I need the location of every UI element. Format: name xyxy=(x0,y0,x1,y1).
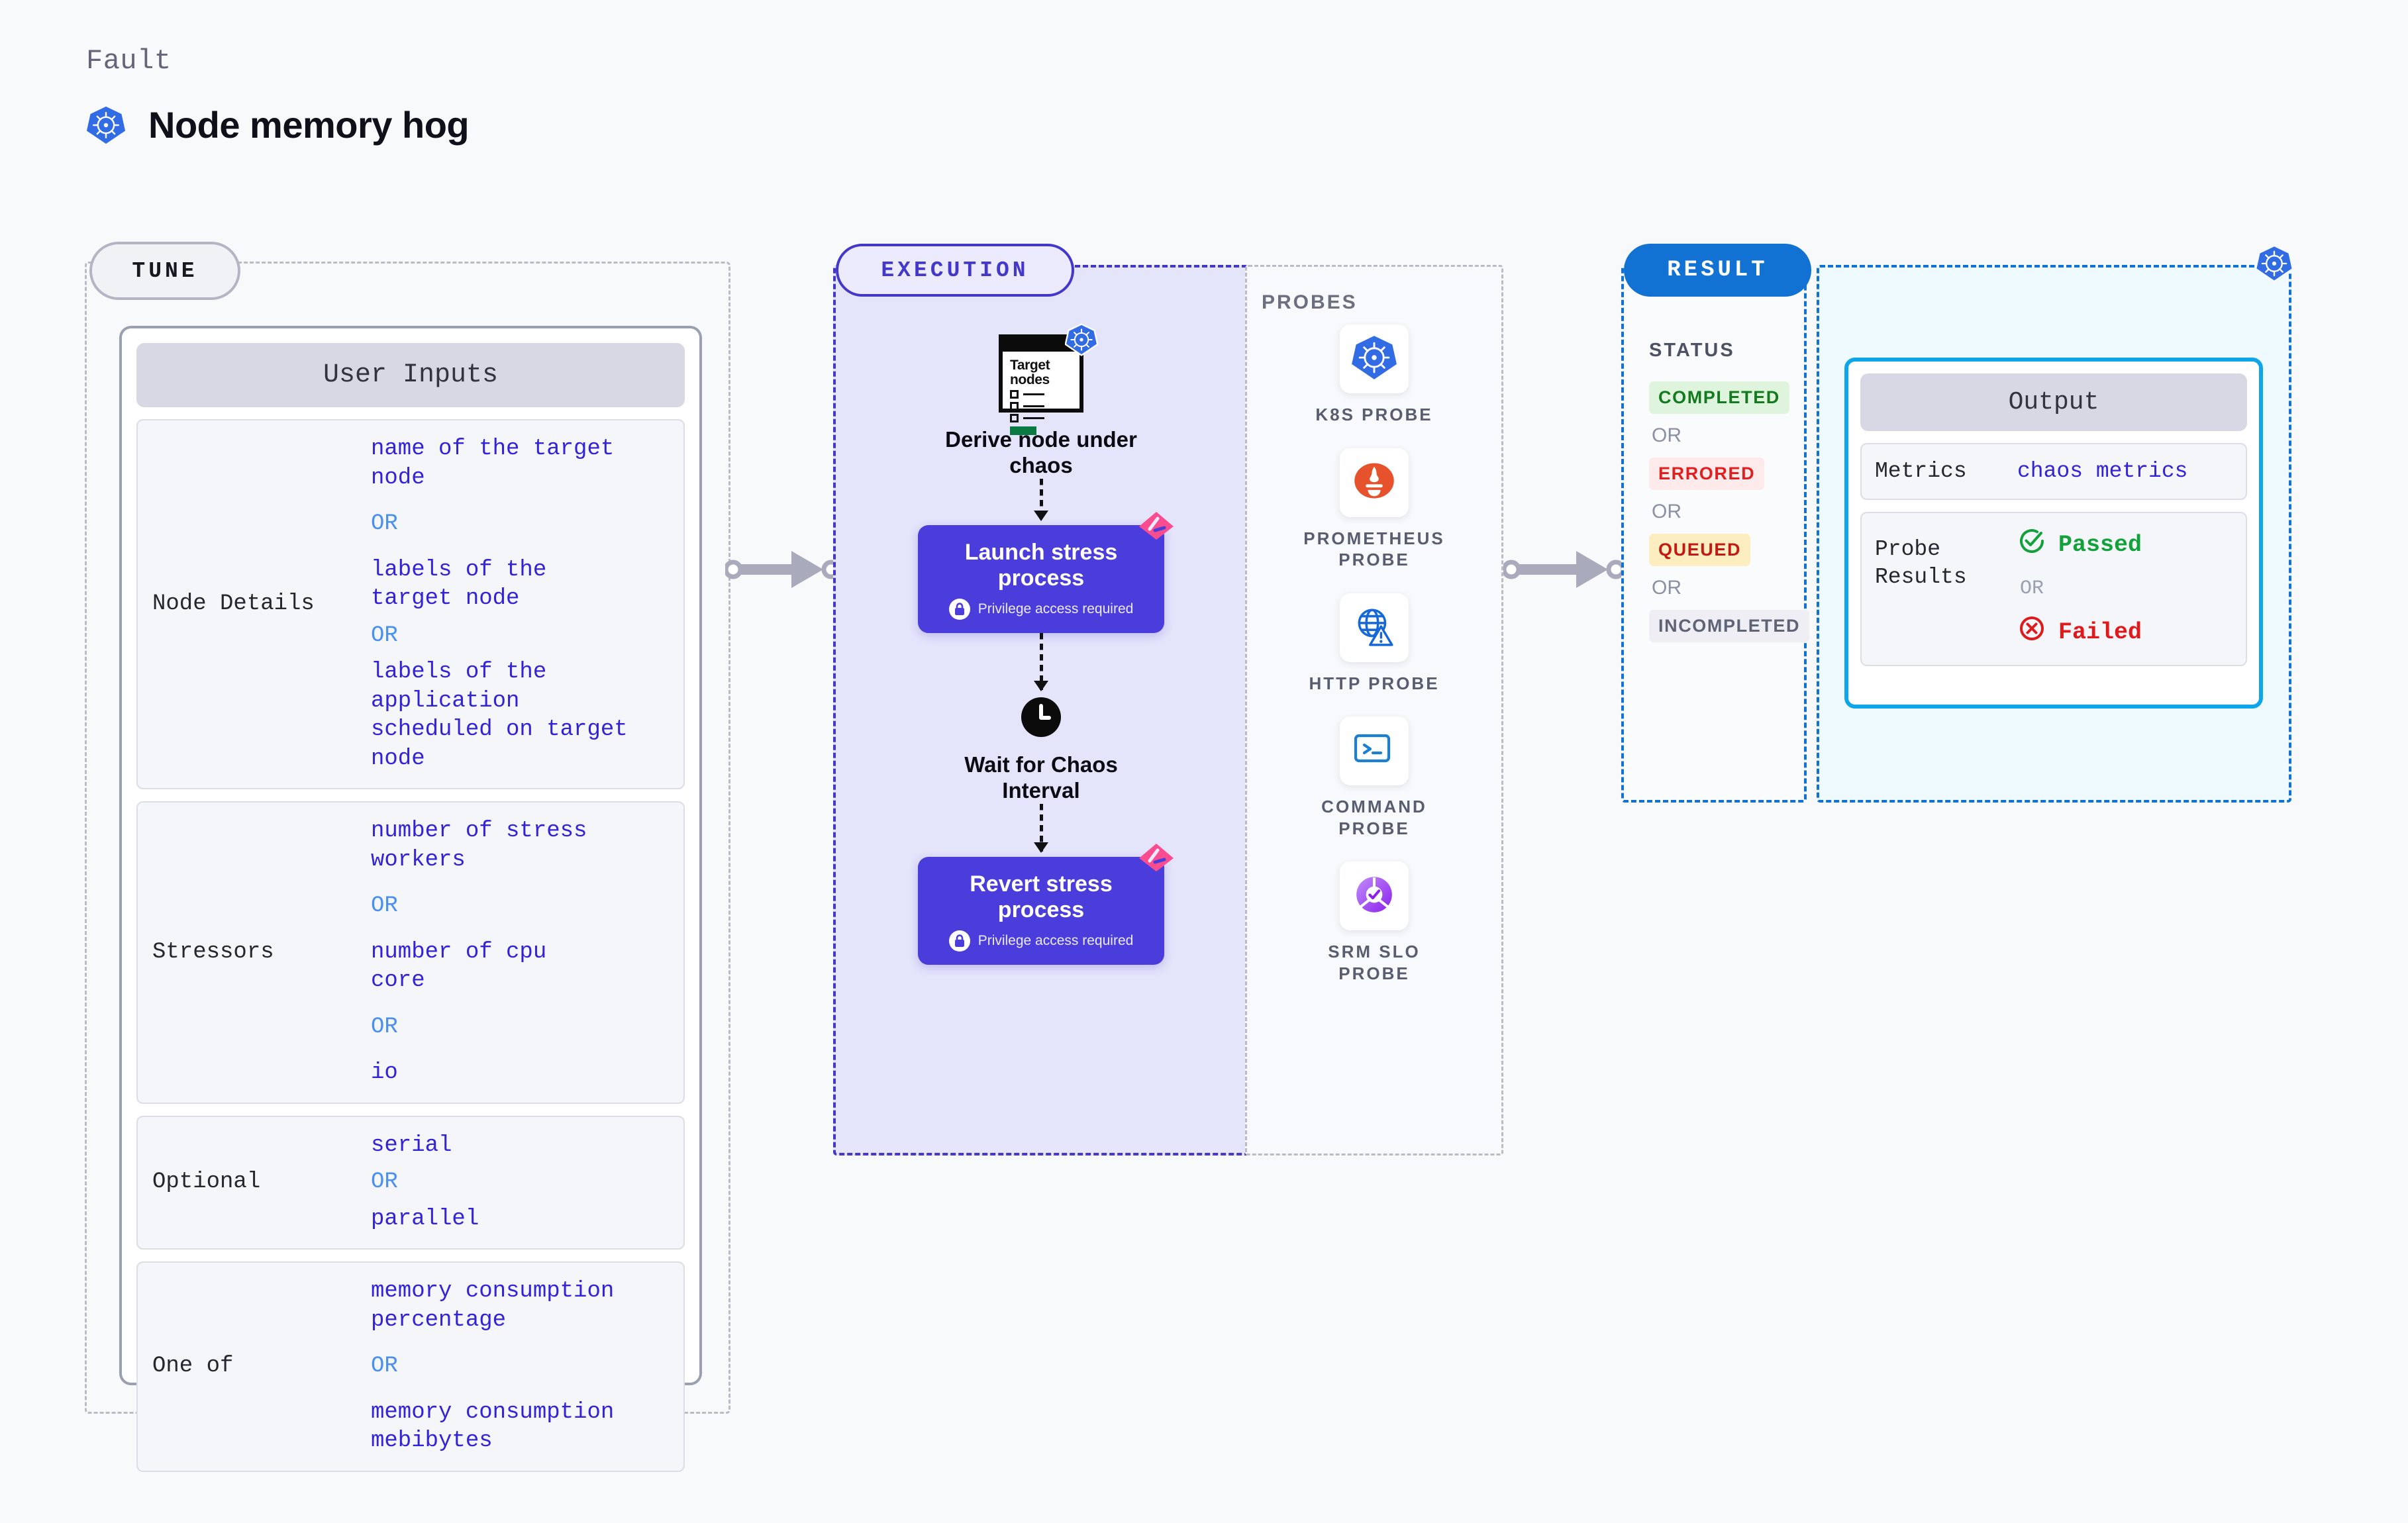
execution-panel-tag: EXECUTION xyxy=(836,244,1074,297)
input-option: name of the target node xyxy=(371,436,615,491)
output-row-value: chaos metrics xyxy=(2017,459,2188,483)
kubernetes-icon xyxy=(1351,334,1397,385)
input-separator: OR xyxy=(371,511,398,537)
status-section-title: STATUS xyxy=(1649,340,1735,361)
target-nodes-icon: Target nodes xyxy=(999,323,1099,436)
input-row-stressors: Stressors number of stress workers OR nu… xyxy=(136,801,685,1104)
target-nodes-card-title: Target nodes xyxy=(1010,358,1050,387)
connector-tune-to-execution xyxy=(725,551,841,588)
probe-label: SRM SLO PROBE xyxy=(1328,942,1421,983)
input-row-key: Stressors xyxy=(152,939,274,965)
privilege-note: Privilege access required xyxy=(978,601,1134,616)
status-badge-completed: COMPLETED xyxy=(1649,381,1789,414)
execution-flow: Target nodes xyxy=(833,265,1249,965)
flow-step-title: Launch stress process xyxy=(964,539,1118,591)
input-row-key: Node Details xyxy=(152,591,315,616)
probes-title: PROBES xyxy=(1262,291,1358,313)
input-row-one-of: One of memory consumption percentage OR … xyxy=(136,1261,685,1472)
lock-icon xyxy=(948,930,970,952)
probe-result-failed: Failed xyxy=(2017,614,2239,652)
status-separator: OR xyxy=(1652,424,1681,446)
tune-panel-tag: TUNE xyxy=(89,242,240,300)
flow-step-launch-stress[interactable]: Launch stress process Privilege access r… xyxy=(833,511,1249,633)
probe-label: PROMETHEUS PROBE xyxy=(1303,528,1445,570)
output-row-metrics: Metrics chaos metrics xyxy=(1860,443,2247,501)
privilege-note: Privilege access required xyxy=(978,932,1134,948)
input-option: number of cpu core xyxy=(371,939,547,994)
probe-result-label: Passed xyxy=(2058,532,2142,559)
input-option: number of stress workers xyxy=(371,818,587,873)
input-separator: OR xyxy=(371,1014,398,1040)
kubernetes-icon xyxy=(86,105,126,146)
user-inputs-card-title: User Inputs xyxy=(136,343,685,407)
probe-result-label: Failed xyxy=(2058,619,2142,646)
slo-check-icon xyxy=(1352,873,1396,920)
input-separator: OR xyxy=(371,1169,398,1195)
input-option: serial xyxy=(371,1132,452,1158)
input-row-key: One of xyxy=(152,1353,234,1379)
input-separator: OR xyxy=(371,893,398,919)
lock-icon xyxy=(948,598,970,620)
check-circle-icon xyxy=(2017,526,2046,564)
input-row-optional: Optional serial OR parallel xyxy=(136,1115,685,1250)
input-separator: OR xyxy=(371,1353,398,1379)
probe-label: COMMAND PROBE xyxy=(1321,797,1427,838)
input-row-key: Optional xyxy=(152,1169,261,1195)
probes-list: K8S PROBE PROMETHEUS PROBE xyxy=(1245,324,1503,984)
kubernetes-icon xyxy=(2254,244,2294,287)
probe-item-prometheus[interactable]: PROMETHEUS PROBE xyxy=(1288,448,1460,571)
output-card-title: Output xyxy=(1860,373,2247,431)
probe-item-srm-slo[interactable]: SRM SLO PROBE xyxy=(1288,861,1460,984)
input-option: memory consumption mebibytes xyxy=(371,1399,615,1454)
fault-header: Fault Node memory hog xyxy=(86,45,470,146)
x-circle-icon xyxy=(2017,614,2046,652)
input-option: io xyxy=(371,1060,398,1086)
input-option: memory consumption percentage xyxy=(371,1279,615,1333)
fault-eyebrow-label: Fault xyxy=(86,45,172,77)
input-row-node-details: Node Details name of the target node OR … xyxy=(136,419,685,790)
input-option: labels of the application scheduled on t… xyxy=(371,660,628,771)
flow-connector xyxy=(1039,803,1043,852)
connector-execution-to-result xyxy=(1503,551,1626,588)
probe-result-separator: OR xyxy=(2020,577,2044,601)
prometheus-flame-icon xyxy=(1352,458,1397,507)
status-badge-incompleted: INCOMPLETED xyxy=(1649,610,1810,642)
result-panel-tag: RESULT xyxy=(1624,244,1811,297)
page-title: Node memory hog xyxy=(148,104,470,146)
output-row-key: Probe Results xyxy=(1875,537,1967,590)
globe-warning-icon xyxy=(1352,604,1396,651)
status-badge-errored: ERRORED xyxy=(1649,458,1765,490)
flow-step-revert-stress[interactable]: Revert stress process Privilege access r… xyxy=(833,843,1249,965)
output-card: Output Metrics chaos metrics Probe Resul… xyxy=(1844,358,2263,709)
flow-connector xyxy=(1039,632,1043,690)
flow-connector xyxy=(1039,478,1043,520)
probe-label: K8S PROBE xyxy=(1315,405,1433,424)
input-separator: OR xyxy=(371,622,398,648)
status-badge-queued: QUEUED xyxy=(1649,534,1751,566)
probe-label: HTTP PROBE xyxy=(1309,673,1440,693)
chaos-ribbon-icon xyxy=(1138,842,1175,876)
terminal-icon xyxy=(1352,730,1396,772)
flow-step-caption: Wait for Chaos Interval xyxy=(964,752,1118,803)
kubernetes-icon xyxy=(1064,322,1099,360)
status-separator: OR xyxy=(1652,501,1681,522)
input-option: parallel xyxy=(371,1206,479,1232)
probe-item-http[interactable]: HTTP PROBE xyxy=(1288,593,1460,695)
status-list: COMPLETED OR ERRORED OR QUEUED OR INCOMP… xyxy=(1649,381,1810,642)
user-inputs-card: User Inputs Node Details name of the tar… xyxy=(119,326,702,1472)
flow-step-title: Revert stress process xyxy=(970,871,1113,923)
clock-icon xyxy=(1021,697,1062,738)
probe-item-command[interactable]: COMMAND PROBE xyxy=(1288,716,1460,839)
output-row-probe-results: Probe Results Passed OR xyxy=(1860,512,2247,667)
chaos-ribbon-icon xyxy=(1138,511,1175,544)
output-row-key: Metrics xyxy=(1875,459,1967,483)
probe-item-k8s[interactable]: K8S PROBE xyxy=(1288,324,1460,426)
flow-step-derive-node: Target nodes xyxy=(833,323,1249,479)
probe-result-passed: Passed xyxy=(2017,526,2239,564)
probes-panel xyxy=(1245,265,1503,1155)
input-option: labels of the target node xyxy=(371,557,547,612)
status-separator: OR xyxy=(1652,577,1681,599)
flow-step-wait-interval: Wait for Chaos Interval xyxy=(833,697,1249,804)
